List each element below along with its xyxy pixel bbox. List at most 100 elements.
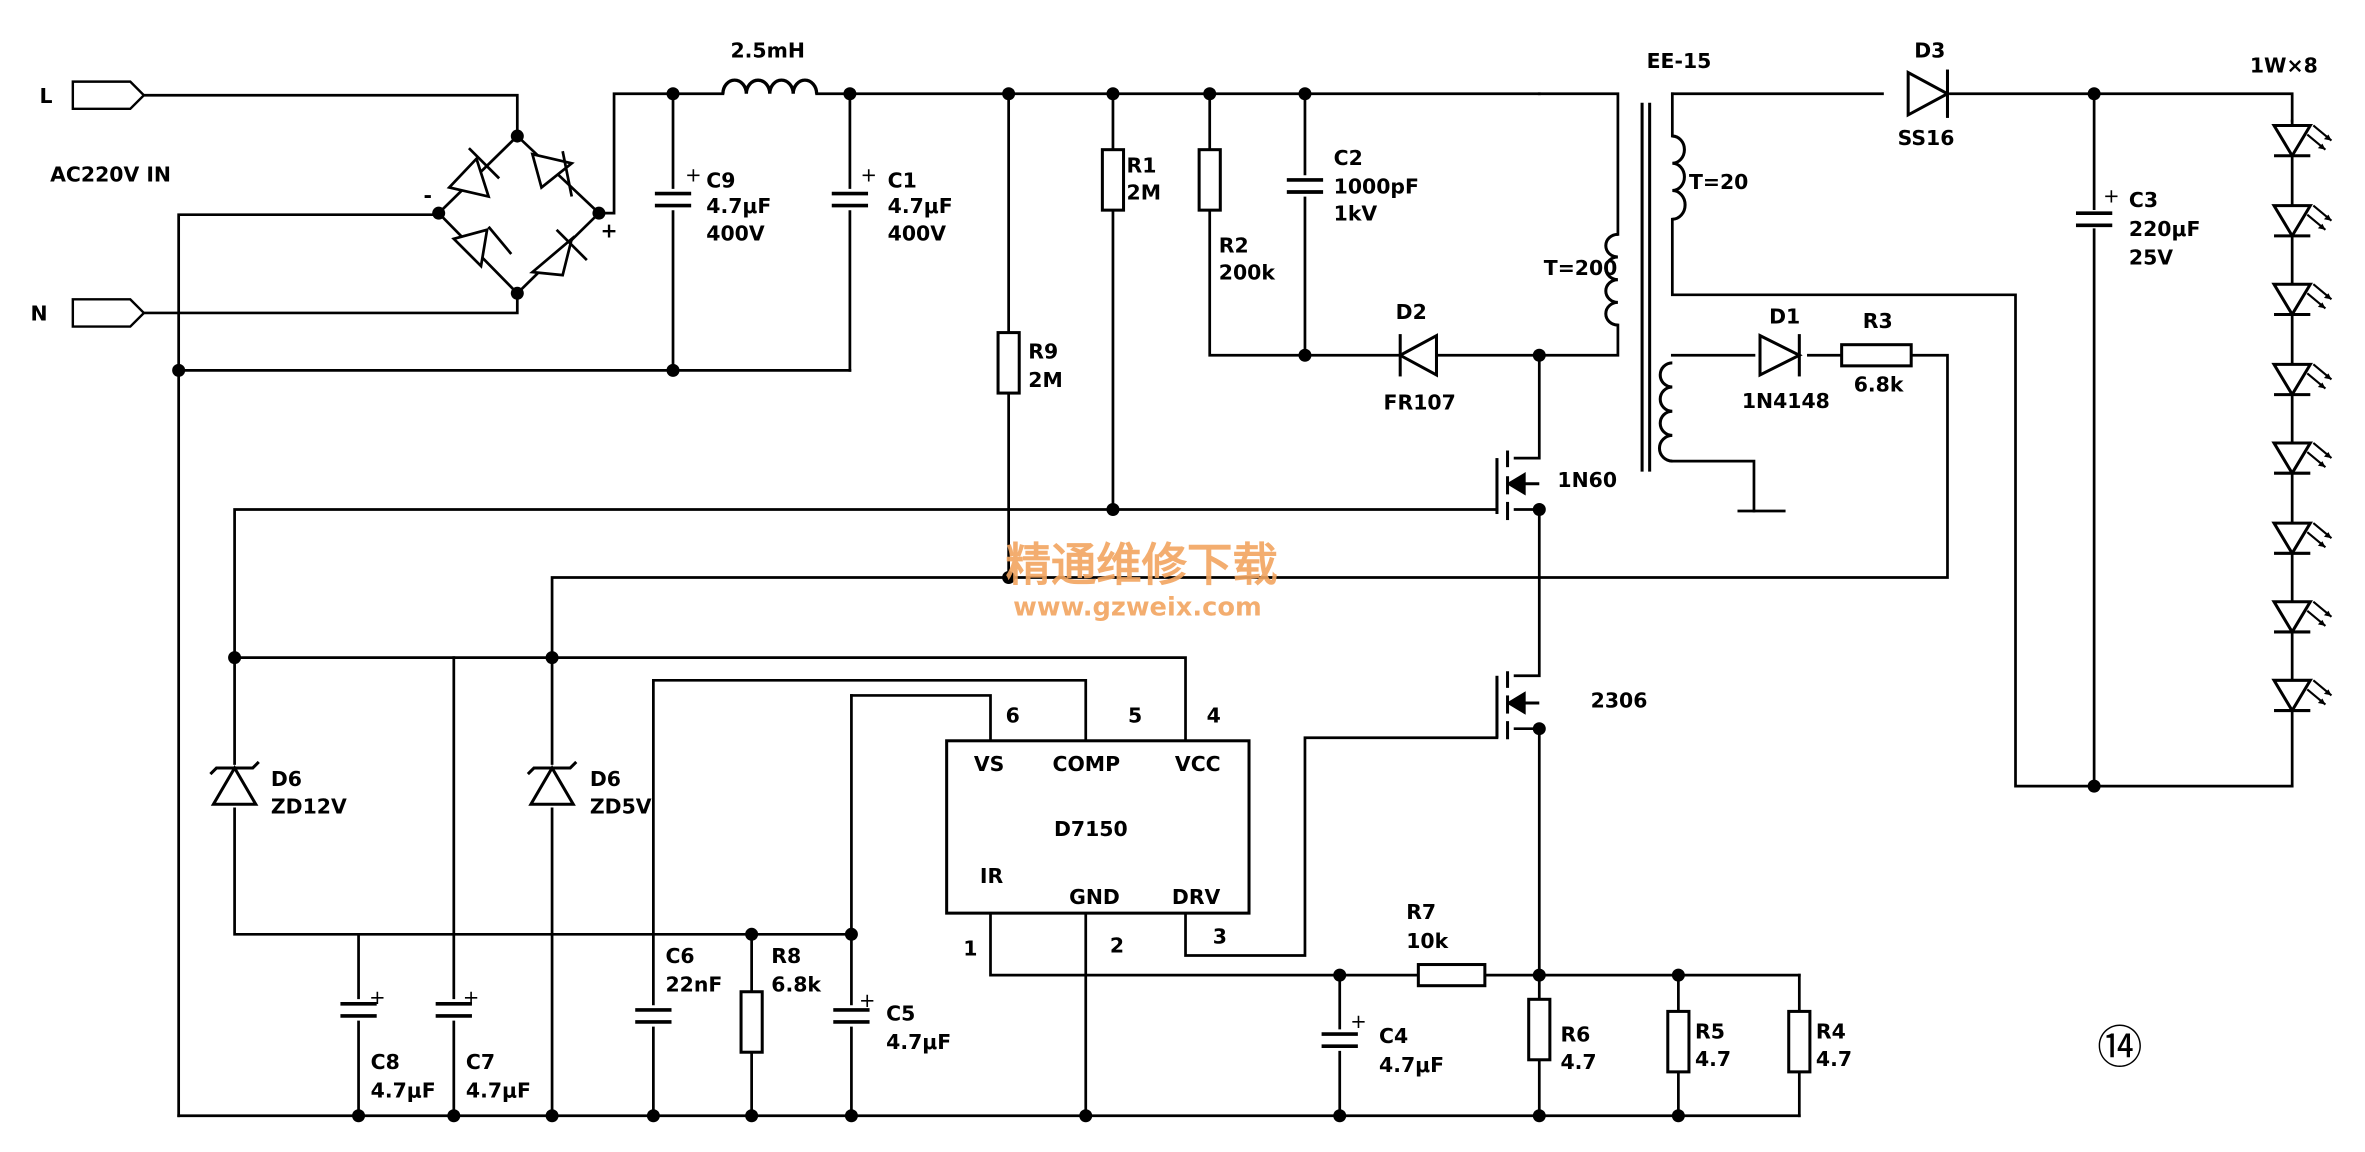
capacitor-C1 bbox=[829, 191, 870, 208]
R3-ref: R3 bbox=[1863, 309, 1893, 333]
C2-rating: 1kV bbox=[1334, 202, 1378, 226]
R7-ref: R7 bbox=[1406, 900, 1436, 924]
svg-text:+: + bbox=[463, 986, 479, 1009]
resistor-R2 bbox=[1197, 148, 1222, 212]
watermark-url: www.gzweix.com bbox=[1013, 592, 1262, 622]
ic-pin-num-1: 1 bbox=[963, 936, 977, 960]
led-string bbox=[2272, 123, 2333, 713]
resistor-R4 bbox=[1787, 1009, 1812, 1074]
C9-rating: 400V bbox=[706, 221, 765, 245]
C8-value: 4.7μF bbox=[371, 1079, 436, 1103]
ic-pin-num-3: 3 bbox=[1213, 924, 1227, 948]
ic-pin-vs: VS bbox=[974, 752, 1004, 776]
svg-text:+: + bbox=[860, 163, 876, 186]
R7-value: 10k bbox=[1406, 929, 1448, 953]
R8-ref: R8 bbox=[771, 944, 801, 968]
resistor-R5 bbox=[1666, 1009, 1691, 1074]
C1-ref: C1 bbox=[888, 168, 917, 192]
led-8 bbox=[2272, 678, 2333, 713]
mosfet-2306 bbox=[1495, 671, 1540, 740]
capacitor-C2 bbox=[1285, 178, 1325, 194]
Q2-part: 2306 bbox=[1591, 689, 1648, 713]
Q1-part: 1N60 bbox=[1557, 468, 1617, 492]
R4-value: 4.7 bbox=[1816, 1047, 1852, 1071]
diode-D2 bbox=[1397, 333, 1438, 378]
transformer-EE-15 bbox=[1604, 102, 1687, 472]
terminal-L-label: L bbox=[40, 84, 53, 108]
D1-ref: D1 bbox=[1769, 305, 1800, 329]
ic-name: D7150 bbox=[1054, 817, 1128, 841]
resistor-R1 bbox=[1100, 148, 1126, 212]
led-6 bbox=[2272, 521, 2333, 555]
resistor-R6 bbox=[1527, 997, 1552, 1062]
svg-text:+: + bbox=[859, 989, 875, 1012]
diode-D1 bbox=[1758, 333, 1803, 378]
D6b-part: ZD5V bbox=[590, 794, 652, 818]
watermark-cn: 精通维修下载 bbox=[1006, 539, 1278, 592]
R4-ref: R4 bbox=[1816, 1020, 1846, 1044]
capacitor-C3 bbox=[2074, 211, 2115, 228]
C3-value: 220μF bbox=[2129, 217, 2201, 241]
terminal-N-label: N bbox=[31, 302, 48, 326]
C2-ref: C2 bbox=[1334, 146, 1363, 170]
C4-ref: C4 bbox=[1379, 1024, 1408, 1048]
D6a-part: ZD12V bbox=[271, 794, 347, 818]
R1-value: 2M bbox=[1127, 181, 1161, 205]
resistor-R3 bbox=[1840, 343, 1913, 368]
R5-value: 4.7 bbox=[1695, 1047, 1731, 1071]
ic-pin-num-4: 4 bbox=[1207, 704, 1221, 728]
ic-pin-gnd: GND bbox=[1069, 885, 1120, 909]
diode-D3 bbox=[1906, 69, 1951, 118]
svg-text:+: + bbox=[369, 986, 385, 1009]
R9-value: 2M bbox=[1028, 368, 1062, 392]
figure-number: ⑭ bbox=[2097, 1021, 2142, 1074]
transformer-name: EE-15 bbox=[1647, 49, 1712, 73]
resistor-R9 bbox=[996, 331, 1021, 395]
R3-value: 6.8k bbox=[1854, 373, 1904, 397]
svg-text:+: + bbox=[685, 163, 701, 186]
bridge-rectifier bbox=[446, 147, 588, 277]
R5-ref: R5 bbox=[1695, 1020, 1725, 1044]
D3-part: SS16 bbox=[1898, 126, 1955, 150]
C3-ref: C3 bbox=[2129, 188, 2158, 212]
ic-pin-num-2: 2 bbox=[1110, 933, 1124, 957]
C6-value: 22nF bbox=[665, 973, 722, 997]
C1-rating: 400V bbox=[888, 221, 947, 245]
terminal-N bbox=[71, 298, 146, 328]
D6b-ref: D6 bbox=[590, 767, 621, 791]
R8-value: 6.8k bbox=[771, 973, 821, 997]
C3-rating: 25V bbox=[2129, 246, 2173, 270]
C1-value: 4.7μF bbox=[888, 194, 953, 218]
ic-pin-ir: IR bbox=[980, 864, 1004, 888]
ic-D7150 bbox=[945, 739, 1251, 915]
transformer-secondary: T=20 bbox=[1689, 170, 1748, 194]
D2-part: FR107 bbox=[1384, 391, 1456, 415]
mosfet-1N60 bbox=[1495, 450, 1540, 521]
inductor-2.5mH bbox=[721, 78, 819, 94]
svg-text:+: + bbox=[1350, 1010, 1366, 1033]
ic-pin-comp: COMP bbox=[1052, 752, 1120, 776]
led-2 bbox=[2272, 204, 2333, 238]
zener-D6-5V bbox=[526, 760, 578, 806]
bridge-plus: + bbox=[600, 218, 617, 242]
D3-ref: D3 bbox=[1914, 38, 1945, 62]
svg-text:+: + bbox=[2103, 185, 2119, 208]
led-1 bbox=[2272, 123, 2333, 158]
D6a-ref: D6 bbox=[271, 767, 302, 791]
ic-pin-num-5: 5 bbox=[1128, 704, 1142, 728]
bridge-minus: - bbox=[424, 184, 432, 208]
C2-value: 1000pF bbox=[1334, 175, 1419, 199]
R2-value: 200k bbox=[1219, 261, 1276, 285]
C9-value: 4.7μF bbox=[706, 194, 771, 218]
resistor-R8 bbox=[739, 990, 764, 1054]
led-5 bbox=[2272, 441, 2333, 475]
C5-value: 4.7μF bbox=[886, 1030, 951, 1054]
ic-pin-drv: DRV bbox=[1172, 885, 1221, 909]
C6-ref: C6 bbox=[665, 944, 694, 968]
D2-ref: D2 bbox=[1396, 300, 1427, 324]
R9-ref: R9 bbox=[1028, 339, 1058, 363]
ic-pin-num-6: 6 bbox=[1006, 704, 1020, 728]
input-label: AC220V IN bbox=[50, 162, 171, 186]
led-4 bbox=[2272, 362, 2333, 397]
